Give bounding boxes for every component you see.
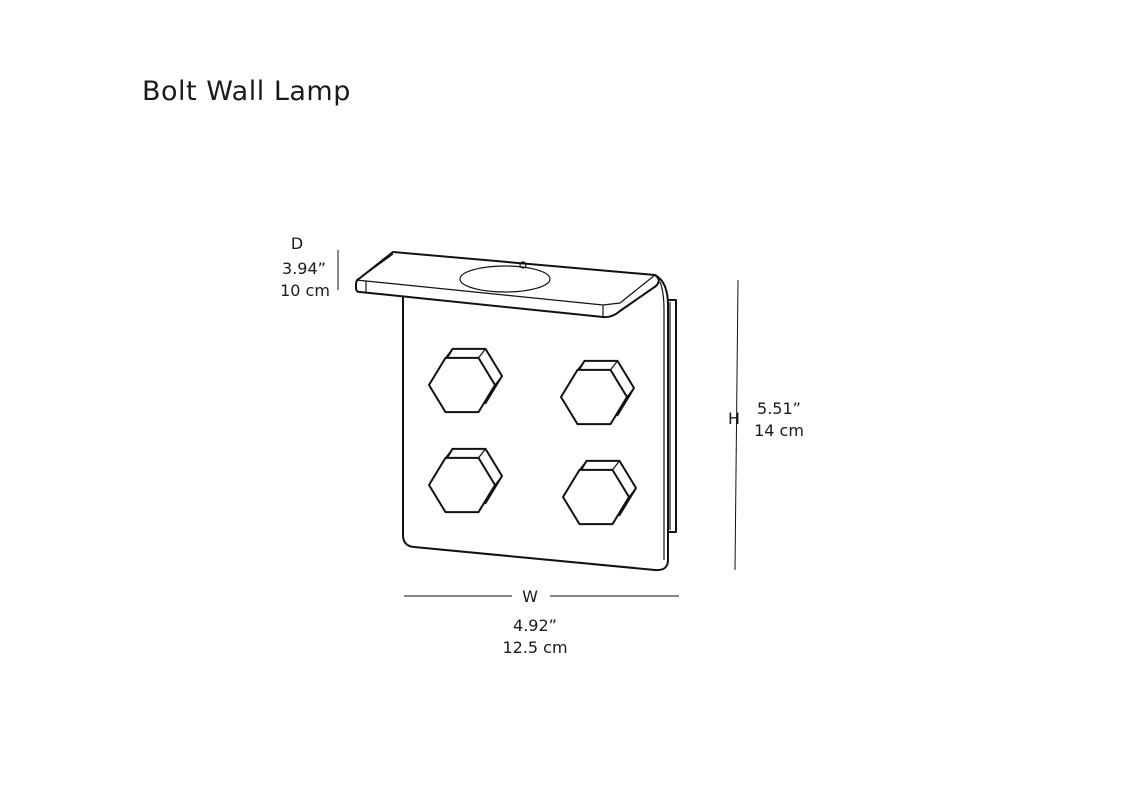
hex-bolt-icon bbox=[562, 459, 637, 526]
width-letter: W bbox=[522, 587, 538, 606]
height-letter: H bbox=[727, 409, 741, 428]
width-inches: 4.92” bbox=[513, 616, 557, 635]
hex-bolt-icon bbox=[428, 447, 503, 514]
hex-bolt-icon bbox=[428, 347, 503, 414]
depth-cm: 10 cm bbox=[280, 281, 330, 300]
depth-inches: 3.94” bbox=[282, 259, 326, 278]
width-cm: 12.5 cm bbox=[502, 638, 568, 657]
back-plate bbox=[402, 274, 669, 572]
height-dimension-line bbox=[734, 279, 739, 571]
top-plate bbox=[355, 251, 660, 319]
height-inches: 5.51” bbox=[757, 399, 801, 418]
depth-letter: D bbox=[290, 234, 304, 253]
height-cm: 14 cm bbox=[754, 421, 804, 440]
product-title: Bolt Wall Lamp bbox=[142, 76, 351, 107]
light-opening bbox=[459, 265, 551, 293]
hex-bolt-icon bbox=[560, 359, 635, 426]
